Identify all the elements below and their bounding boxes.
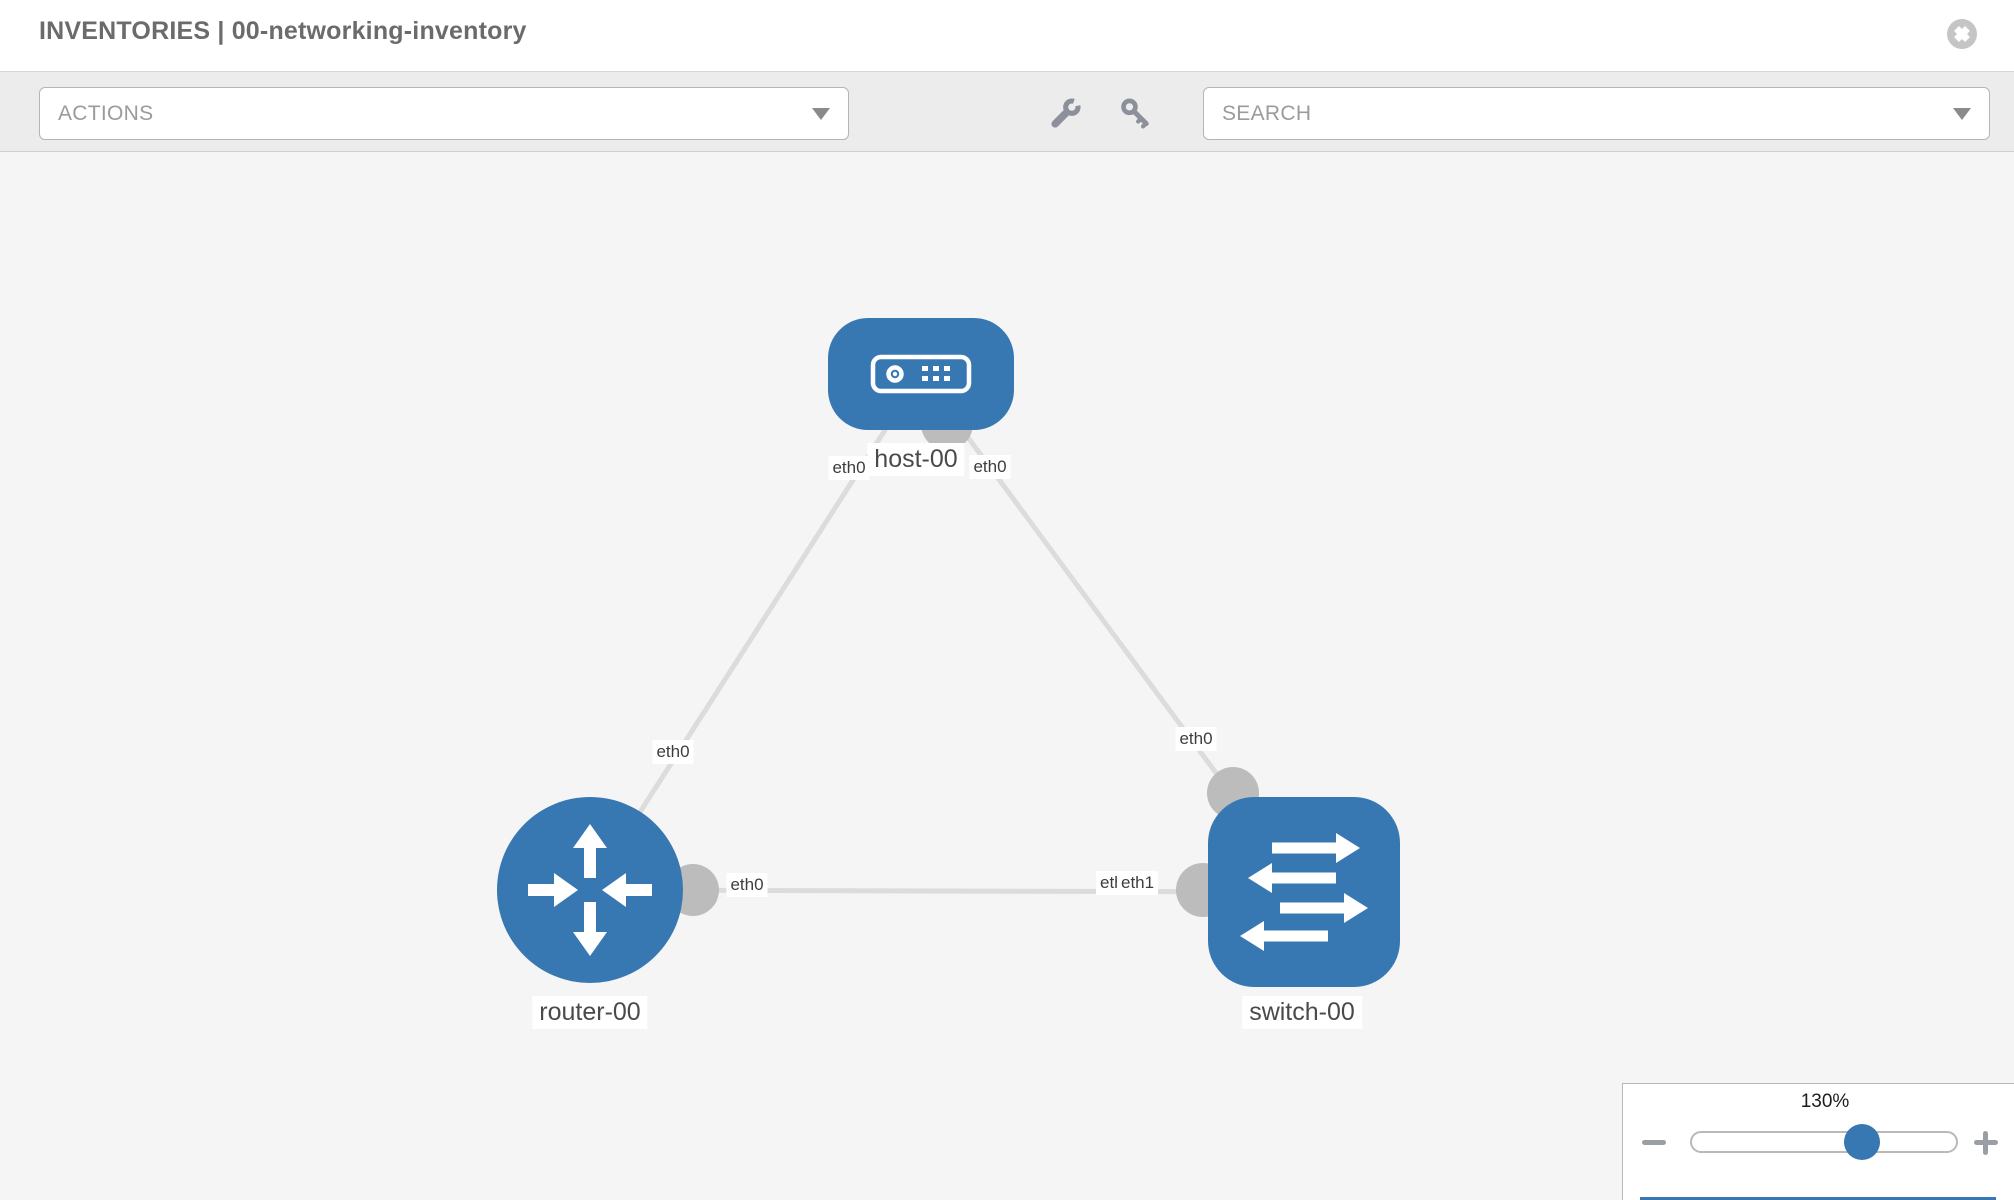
topology-canvas[interactable]: host-00 router-00 switch-00 eth0 eth0 et… [0, 152, 2014, 1200]
chevron-down-icon [1953, 107, 1971, 120]
interface-label-host-switch: eth0 [1175, 727, 1217, 751]
key-button[interactable] [1118, 96, 1152, 130]
node-label-host: host-00 [867, 443, 965, 476]
interface-label-host-left: eth0 [828, 456, 870, 480]
search-dropdown[interactable]: SEARCH [1203, 87, 1990, 140]
zoom-out-button[interactable] [1642, 1140, 1666, 1145]
search-input: SEARCH [1222, 101, 1312, 125]
interface-label-host-router: eth0 [652, 740, 694, 764]
page-title: INVENTORIES | 00-networking-inventory [39, 17, 527, 45]
actions-dropdown-label: ACTIONS [58, 101, 154, 125]
close-icon [1954, 26, 1970, 42]
toolbar: ACTIONS SEARCH [0, 72, 2014, 152]
header-bar: INVENTORIES | 00-networking-inventory [0, 0, 2014, 72]
interface-label-switch-side-front: eth1 [1117, 871, 1159, 895]
zoom-percent-label: 130% [1800, 1091, 1850, 1112]
interface-label-host-right: eth0 [969, 455, 1011, 479]
zoom-in-button[interactable] [1974, 1131, 1998, 1155]
router-icon [528, 824, 652, 956]
node-switch[interactable] [1208, 797, 1400, 987]
chevron-down-icon [812, 107, 830, 120]
switch-icon [1240, 833, 1368, 951]
zoom-slider-thumb[interactable] [1844, 1124, 1880, 1160]
interface-label-router-side: eth0 [726, 873, 768, 897]
host-icon [870, 354, 972, 394]
zoom-slider-track[interactable] [1690, 1124, 1958, 1160]
wrench-icon [1051, 94, 1086, 128]
key-icon [1121, 98, 1149, 129]
zoom-control-panel: 130% [1622, 1083, 2014, 1200]
close-button[interactable] [1947, 19, 1977, 49]
node-host[interactable] [828, 318, 1014, 430]
panel-accent-strip [1640, 1197, 1996, 1200]
wrench-button[interactable] [1049, 94, 1086, 130]
node-router[interactable] [497, 797, 683, 983]
node-label-switch: switch-00 [1242, 996, 1362, 1029]
interface-dots [667, 398, 1259, 917]
actions-dropdown[interactable]: ACTIONS [39, 87, 849, 140]
node-label-router: router-00 [532, 996, 648, 1029]
